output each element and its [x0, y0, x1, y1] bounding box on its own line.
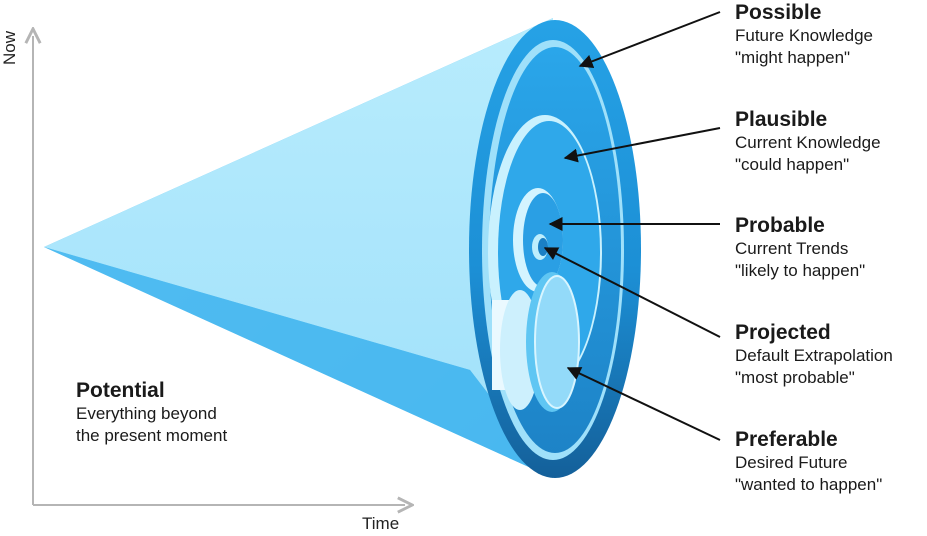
preferable-label: Preferable Desired Future "wanted to hap… — [735, 428, 882, 496]
plausible-label: Plausible Current Knowledge "could happe… — [735, 108, 881, 176]
possible-label: Possible Future Knowledge "might happen" — [735, 1, 873, 69]
preferable-subtitle: Desired Future — [735, 453, 848, 473]
plausible-arrow — [563, 127, 721, 163]
plausible-title: Plausible — [735, 108, 828, 131]
preferable-title: Preferable — [735, 428, 838, 451]
preferable-arrow — [566, 367, 721, 441]
potential-label: Potential Everything beyond the present … — [76, 379, 227, 447]
projected-title: Projected — [735, 321, 831, 344]
x-axis-label: Time — [362, 514, 400, 533]
potential-title: Potential — [76, 379, 165, 402]
projected-subtitle: Default Extrapolation — [735, 346, 893, 366]
projected-label: Projected Default Extrapolation "most pr… — [735, 321, 893, 389]
possible-title: Possible — [735, 1, 822, 24]
plausible-quote: "could happen" — [735, 154, 850, 174]
projected-core — [538, 238, 548, 256]
cone-upper-face — [44, 18, 553, 478]
potential-line-1: Everything beyond — [76, 404, 217, 424]
preferable-quote: "wanted to happen" — [735, 474, 883, 494]
possible-subtitle: Future Knowledge — [735, 26, 873, 46]
possible-arrow — [578, 11, 721, 68]
probable-quote: "likely to happen" — [735, 260, 866, 280]
probable-subtitle: Current Trends — [735, 239, 849, 259]
probable-label: Probable Current Trends "likely to happe… — [735, 214, 865, 282]
potential-line-2: the present moment — [76, 425, 228, 445]
preferable-disc — [534, 275, 580, 409]
plausible-subtitle: Current Knowledge — [735, 133, 881, 153]
probable-title: Probable — [735, 214, 825, 237]
projected-quote: "most probable" — [735, 367, 855, 387]
possible-quote: "might happen" — [735, 47, 851, 67]
projected-arrow — [543, 247, 721, 338]
cone-shadow-band — [44, 247, 553, 478]
y-axis-label: Now — [0, 30, 20, 66]
